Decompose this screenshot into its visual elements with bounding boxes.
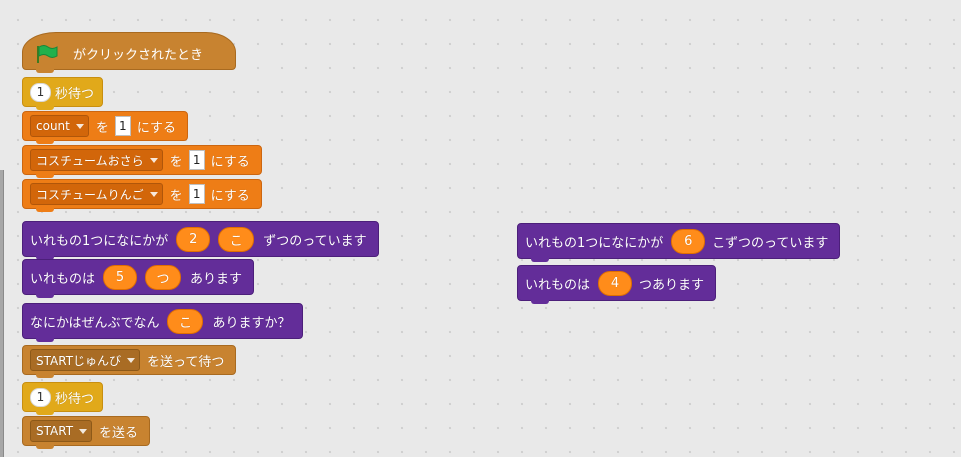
say-prefix: いれものは — [525, 277, 591, 293]
wait-seconds-input[interactable]: 1 — [30, 387, 51, 407]
say-block-4[interactable]: いれもの1つになにかが 6 こずつのっています — [517, 223, 841, 262]
variable-dropdown-costume-ringo[interactable]: コスチュームりんご — [30, 183, 163, 205]
set-wo-label: を — [169, 154, 183, 170]
say-block-2[interactable]: いれものは 5 つ あります — [22, 259, 255, 298]
say-prefix: なにかはぜんぶでなん — [30, 315, 160, 331]
set-value-input[interactable]: 1 — [188, 150, 205, 170]
wait-block-2[interactable]: 1 秒待つ — [22, 382, 104, 415]
dropdown-arrow-icon — [127, 357, 136, 363]
set-wo-label: を — [95, 120, 109, 136]
say-block-1[interactable]: いれもの1つになにかが 2 こ ずつのっています — [22, 221, 379, 260]
variable-name: コスチュームおさら — [36, 153, 144, 168]
set-value-input[interactable]: 1 — [114, 116, 131, 136]
set-costume-ringo-block[interactable]: コスチュームりんご を 1 にする — [22, 179, 262, 212]
variable-dropdown-count[interactable]: count — [30, 115, 89, 137]
dropdown-arrow-icon — [149, 191, 158, 197]
message-name: STARTじゅんび — [36, 353, 122, 368]
say-prefix: いれもの1つになにかが — [30, 233, 169, 249]
dropdown-arrow-icon — [79, 428, 88, 434]
set-wo-label: を — [169, 188, 183, 204]
message-dropdown-start[interactable]: START — [30, 420, 93, 442]
dropdown-arrow-icon — [75, 123, 84, 129]
say-suffix: ありますか？ — [212, 315, 291, 331]
reporter-value[interactable]: 2 — [176, 226, 211, 252]
say-prefix: いれもの1つになにかが — [525, 235, 664, 251]
reporter-value[interactable]: 5 — [103, 264, 138, 290]
wait-seconds-input[interactable]: 1 — [30, 82, 51, 102]
variable-name: コスチュームりんご — [36, 187, 144, 202]
say-suffix: こずつのっています — [712, 235, 829, 251]
broadcast-and-wait-block[interactable]: STARTじゅんび を送って待つ — [22, 345, 237, 378]
message-dropdown-start-junbi[interactable]: STARTじゅんび — [30, 349, 141, 371]
variable-dropdown-costume-osara[interactable]: コスチュームおさら — [30, 149, 163, 171]
reporter-unit[interactable]: こ — [167, 308, 204, 334]
reporter-value[interactable]: 4 — [598, 270, 633, 296]
reporter-unit[interactable]: つ — [145, 264, 182, 290]
scripts-area-left-edge — [0, 170, 4, 457]
broadcast-wait-suffix: を送って待つ — [147, 354, 225, 370]
wait-label: 秒待つ — [55, 86, 95, 102]
set-count-block[interactable]: count を 1 にする — [22, 111, 189, 144]
wait-block-1[interactable]: 1 秒待つ — [22, 77, 104, 110]
say-suffix: あります — [190, 271, 243, 287]
say-block-5[interactable]: いれものは 4 つあります — [517, 265, 717, 304]
message-name: START — [36, 424, 74, 438]
set-suffix-label: にする — [210, 154, 250, 170]
dropdown-arrow-icon — [149, 157, 158, 163]
set-suffix-label: にする — [136, 120, 177, 136]
say-suffix: つあります — [639, 277, 705, 293]
green-flag-icon — [36, 45, 58, 63]
hat-label: がクリックされたとき — [73, 48, 204, 63]
say-prefix: いれものは — [30, 271, 96, 287]
set-value-input[interactable]: 1 — [188, 184, 205, 204]
broadcast-suffix: を送る — [99, 425, 139, 441]
wait-label: 秒待つ — [55, 391, 95, 407]
reporter-value[interactable]: 6 — [671, 228, 706, 254]
set-suffix-label: にする — [210, 188, 250, 204]
set-costume-osara-block[interactable]: コスチュームおさら を 1 にする — [22, 145, 262, 178]
reporter-unit[interactable]: こ — [218, 226, 255, 252]
variable-name: count — [36, 119, 70, 133]
when-flag-clicked-block[interactable]: がクリックされたとき — [22, 32, 236, 73]
say-suffix: ずつのっています — [263, 233, 367, 249]
broadcast-block[interactable]: START を送る — [22, 416, 151, 449]
say-block-3[interactable]: なにかはぜんぶでなん こ ありますか？ — [22, 303, 303, 342]
